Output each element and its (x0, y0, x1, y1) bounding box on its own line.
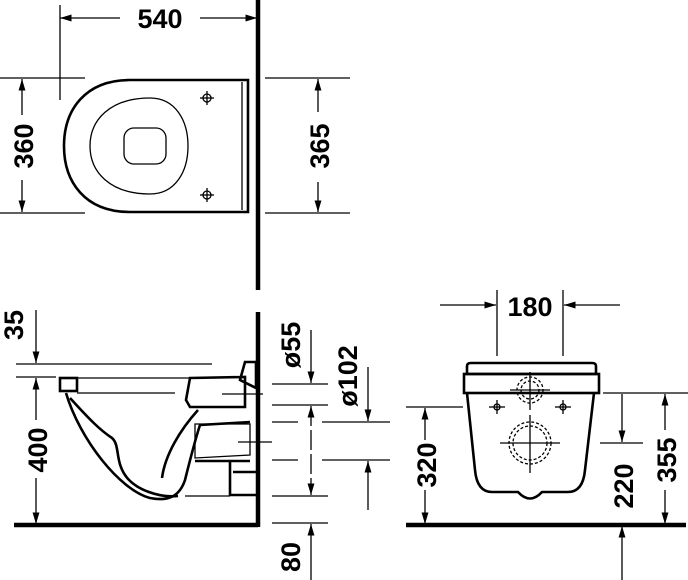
outlet-circle-icon (500, 415, 560, 473)
bowl-outline-top (62, 78, 250, 214)
dim-inlet-diameter: ø55 (276, 322, 306, 369)
dim-outlet-height: 220 (609, 463, 639, 508)
fixing-cross-icon (200, 188, 214, 202)
seat-lid (465, 361, 598, 376)
dim-inlet-spacing: 180 (507, 292, 552, 322)
dim-seat-height: 400 (23, 427, 53, 472)
top-view: 540 360 365 (0, 0, 350, 290)
front-view: 180 320 220 355 (406, 290, 688, 580)
dim-depth-right: 365 (305, 123, 335, 168)
dim-depth-left: 360 (9, 123, 39, 168)
dim-fixing-height: 320 (412, 442, 442, 487)
fixing-cross-icon (489, 400, 505, 414)
dim-outlet-offset: 80 (276, 542, 306, 572)
fixing-cross-icon (555, 400, 571, 414)
seat-hinge (58, 376, 79, 393)
inlet-circle-icon (510, 372, 550, 410)
dim-width: 540 (137, 4, 182, 34)
dim-inlet-height: 355 (652, 437, 682, 482)
bowl-opening (123, 127, 167, 165)
side-view: 35 400 ø55 ø102 80 (0, 310, 390, 580)
bowl-outline-front (465, 392, 596, 500)
dim-seat-thickness: 35 (0, 310, 29, 340)
seat-ring (462, 372, 601, 395)
fixing-cross-icon (200, 91, 214, 105)
dim-outlet-diameter: ø102 (333, 345, 363, 407)
